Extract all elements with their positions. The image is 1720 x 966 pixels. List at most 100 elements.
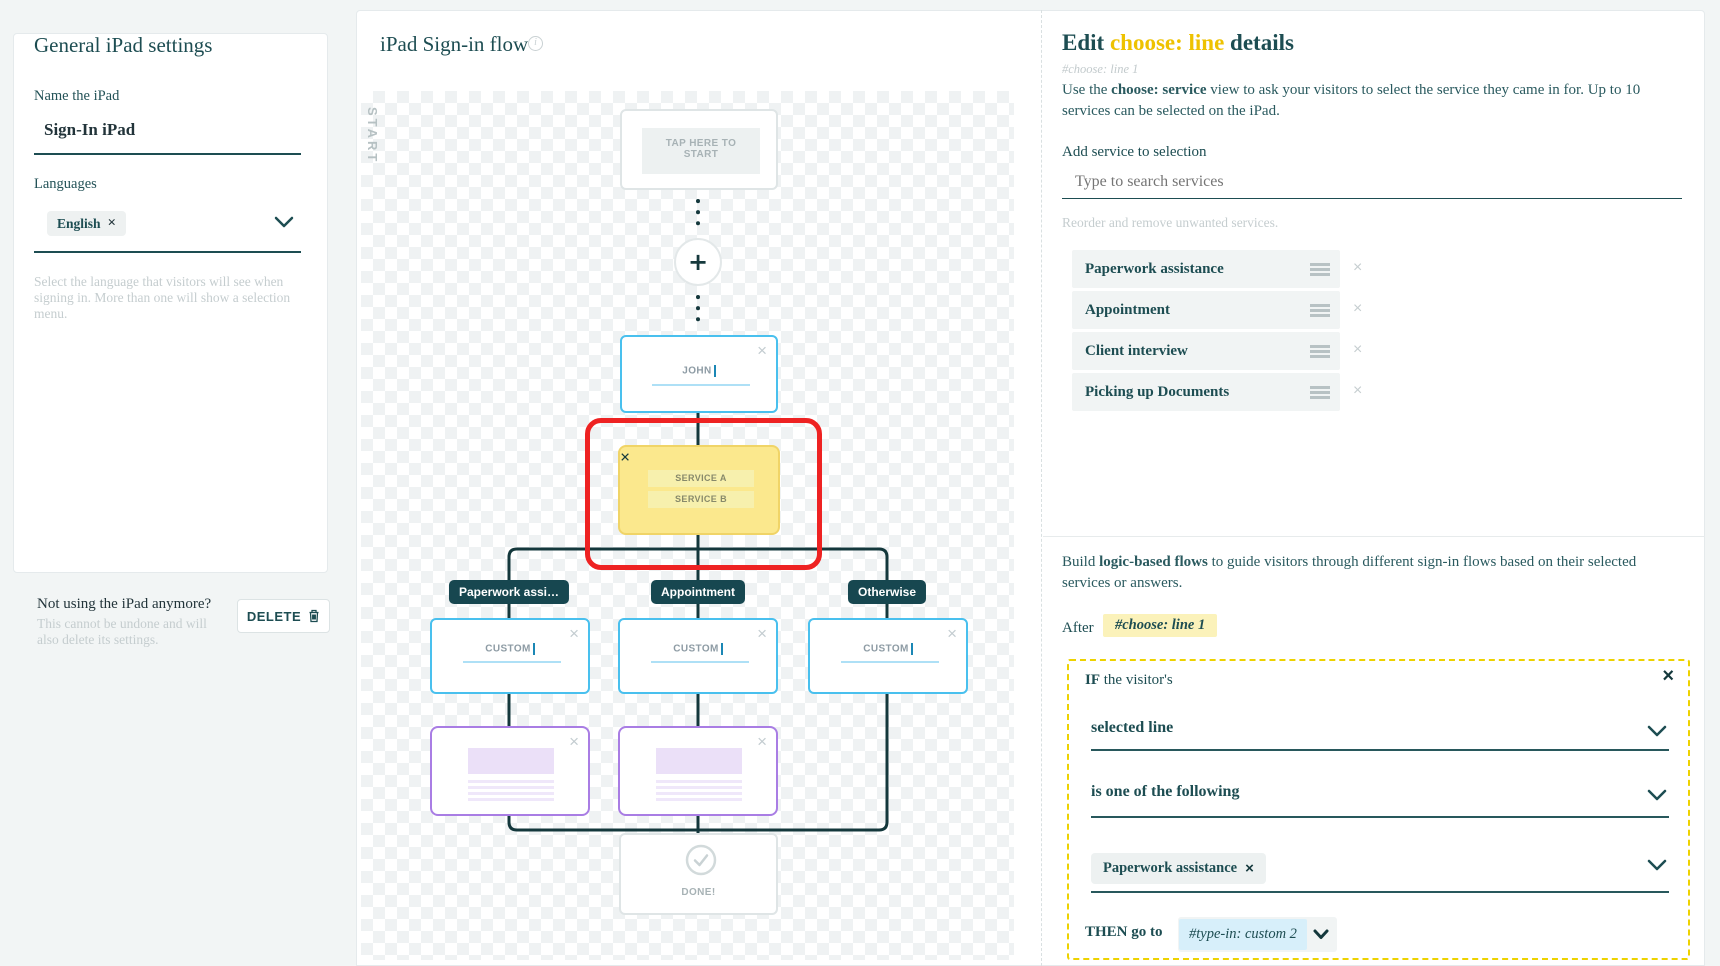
- branch-pill-paperwork[interactable]: Paperwork assi…: [448, 580, 570, 604]
- edit-title-suffix: details: [1224, 30, 1294, 55]
- service-row[interactable]: Picking up Documents: [1072, 373, 1340, 411]
- service-a-bar: SERVICE A: [648, 470, 754, 487]
- general-settings-card: [13, 33, 328, 573]
- type-in-underline: [841, 661, 939, 663]
- type-in-underline: [463, 661, 561, 663]
- remove-service-icon[interactable]: ×: [1353, 300, 1363, 317]
- delete-section-heading: Not using the iPad anymore?: [37, 596, 212, 612]
- tap-node-label-line2: START: [683, 149, 719, 160]
- flow-connectors: [507, 199, 889, 836]
- close-icon[interactable]: ×: [757, 732, 767, 751]
- message-block: [468, 748, 554, 774]
- done-label: DONE!: [681, 887, 716, 898]
- check-circle-icon: [685, 844, 717, 876]
- logic-post: to guide visitors through different sign…: [1062, 554, 1637, 591]
- john-value: JOHN: [682, 365, 712, 377]
- service-row[interactable]: Appointment: [1072, 291, 1340, 329]
- close-icon[interactable]: ×: [569, 732, 579, 751]
- flow-node-custom-2[interactable]: × CUSTOM: [618, 618, 778, 694]
- then-target-dropdown[interactable]: #type-in: custom 2: [1178, 917, 1337, 952]
- chevron-down-icon[interactable]: [1647, 725, 1667, 737]
- after-reference-chip[interactable]: #choose: line 1: [1103, 614, 1218, 637]
- reorder-hint: Reorder and remove unwanted services.: [1062, 215, 1279, 230]
- type-in-underline: [652, 384, 750, 386]
- then-target-chip: #type-in: custom 2: [1179, 919, 1307, 950]
- remove-service-icon[interactable]: ×: [1353, 341, 1363, 358]
- remove-service-icon[interactable]: ×: [1353, 382, 1363, 399]
- search-underline: [1062, 198, 1682, 199]
- chevron-down-icon[interactable]: [1647, 859, 1667, 871]
- tap-node-label-line1: TAP HERE TO: [665, 138, 737, 149]
- message-block: [656, 748, 742, 774]
- add-service-label: Add service to selection: [1062, 144, 1207, 160]
- delete-section-note: This cannot be undone and will also dele…: [37, 616, 207, 647]
- edit-title-highlight: choose: line: [1109, 30, 1225, 55]
- close-icon[interactable]: ×: [757, 624, 767, 643]
- flow-node-custom-3[interactable]: × CUSTOM: [808, 618, 968, 694]
- desc-bold: choose: service: [1111, 82, 1207, 98]
- name-field-underline: [34, 153, 301, 155]
- info-icon[interactable]: i: [528, 36, 543, 51]
- condition-value-chip[interactable]: Paperwork assistance ×: [1091, 853, 1266, 884]
- condition-field-dropdown[interactable]: selected line: [1091, 719, 1174, 736]
- chevron-down-icon: [1313, 929, 1329, 939]
- branch-pill-appointment[interactable]: Appointment: [651, 580, 745, 604]
- condition-value-label: Paperwork assistance: [1103, 860, 1238, 876]
- remove-service-icon[interactable]: ×: [1353, 259, 1363, 276]
- delete-button[interactable]: DELETE: [237, 599, 330, 633]
- flow-node-type-in-name[interactable]: × JOHN: [620, 335, 778, 413]
- flow-node-custom-1[interactable]: × CUSTOM: [430, 618, 590, 694]
- custom-value: CUSTOM: [863, 643, 909, 655]
- drag-handle-icon[interactable]: [1310, 385, 1330, 399]
- languages-chevron-down-icon[interactable]: [274, 216, 294, 228]
- close-icon[interactable]: ×: [947, 624, 957, 643]
- start-label: START: [365, 107, 380, 165]
- flow-node-choose-service[interactable]: × SERVICE A SERVICE B: [618, 445, 780, 535]
- type-in-underline: [651, 661, 749, 663]
- drag-handle-icon[interactable]: [1310, 303, 1330, 317]
- add-step-button[interactable]: +: [674, 238, 722, 286]
- details-section-divider: [1043, 536, 1705, 537]
- service-row[interactable]: Client interview: [1072, 332, 1340, 370]
- custom-value: CUSTOM: [485, 643, 531, 655]
- text-cursor: [713, 365, 716, 377]
- if-condition-box: IF the visitor's × selected line is one …: [1067, 659, 1690, 960]
- languages-label: Languages: [34, 176, 97, 192]
- flow-node-message-2[interactable]: ×: [618, 726, 778, 816]
- panel-divider[interactable]: [1041, 10, 1042, 966]
- service-name: Picking up Documents: [1085, 383, 1230, 400]
- ipad-name-field[interactable]: Sign-In iPad: [44, 120, 136, 139]
- language-chip-label: English: [57, 215, 101, 231]
- close-icon[interactable]: ×: [757, 341, 767, 360]
- flow-title: iPad Sign-in flow: [380, 32, 529, 56]
- if-label: IF: [1085, 672, 1100, 688]
- service-name: Client interview: [1085, 342, 1188, 359]
- flow-canvas: START TAP HERE TO: [361, 91, 1014, 960]
- flow-node-message-1[interactable]: ×: [430, 726, 590, 816]
- dropdown-underline: [1091, 749, 1669, 751]
- drag-handle-icon[interactable]: [1310, 262, 1330, 276]
- service-search-input[interactable]: [1073, 172, 1677, 192]
- tap-node-inner: [642, 128, 760, 174]
- close-icon[interactable]: ×: [620, 447, 631, 467]
- remove-language-icon[interactable]: ×: [107, 215, 117, 231]
- close-icon[interactable]: ×: [569, 624, 579, 643]
- service-name: Appointment: [1085, 301, 1171, 318]
- service-row[interactable]: Paperwork assistance: [1072, 250, 1340, 288]
- remove-condition-icon[interactable]: ×: [1662, 665, 1674, 687]
- remove-value-icon[interactable]: ×: [1245, 860, 1254, 877]
- flow-node-tap-to-start[interactable]: TAP HERE TO START: [620, 109, 778, 190]
- delete-button-label: DELETE: [246, 608, 302, 624]
- chevron-down-icon[interactable]: [1647, 789, 1667, 801]
- drag-handle-icon[interactable]: [1310, 344, 1330, 358]
- branch-pill-otherwise[interactable]: Otherwise: [847, 580, 927, 604]
- custom-value: CUSTOM: [673, 643, 719, 655]
- condition-operator-dropdown[interactable]: is one of the following: [1091, 783, 1240, 800]
- if-label-rest: the visitor's: [1100, 672, 1173, 688]
- edit-subtitle: #choose: line 1: [1062, 62, 1139, 76]
- name-label: Name the iPad: [34, 88, 120, 104]
- then-label: THEN go to: [1085, 924, 1163, 940]
- selected-node-highlight: [585, 418, 822, 570]
- language-help-text: Select the language that visitors will s…: [34, 274, 291, 321]
- language-chip-english[interactable]: English ×: [47, 211, 127, 236]
